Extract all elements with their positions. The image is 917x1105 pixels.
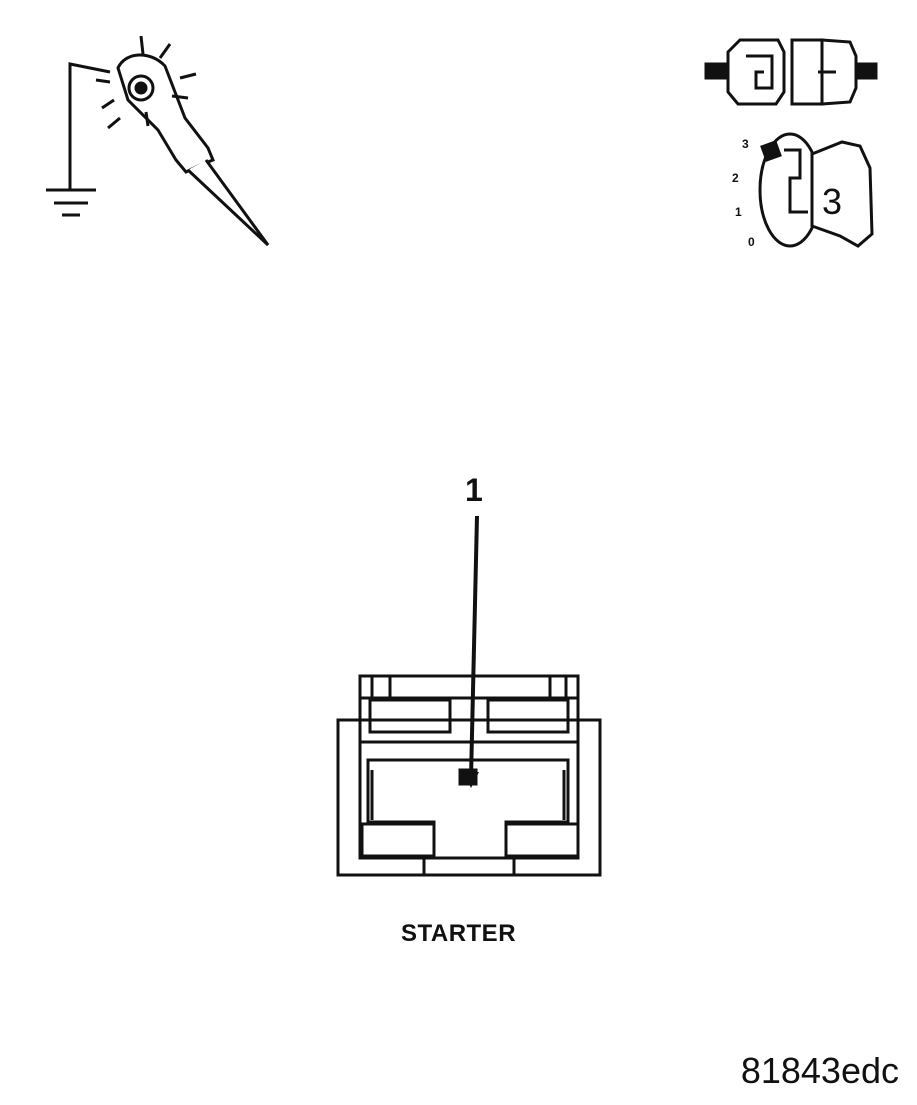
- key-position-indicator: 3: [822, 181, 842, 222]
- dial-position-3: 3: [742, 137, 749, 151]
- test-light-probe-icon: [95, 35, 270, 247]
- starter-connector-face: [336, 674, 602, 877]
- callout-leader-line: [469, 515, 479, 779]
- dial-position-1: 1: [735, 205, 742, 219]
- connector-connected-icon: [704, 38, 878, 106]
- connector-label: STARTER: [400, 920, 517, 947]
- dial-position-0: 0: [748, 235, 755, 249]
- ground-symbol-icon: [46, 62, 111, 217]
- callout-number: 1: [465, 472, 483, 508]
- dial-position-2: 2: [732, 171, 739, 185]
- figure-code: 81843edc: [740, 1050, 899, 1091]
- ignition-key-icon: [758, 132, 874, 248]
